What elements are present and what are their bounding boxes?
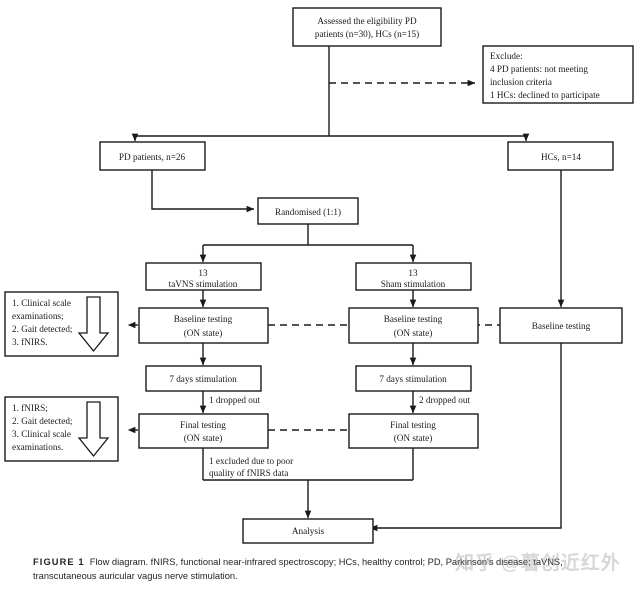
node-7days-stimulation-left: 7 days stimulation [145,365,262,392]
node-baseline-hcs-label: Baseline testing [532,321,591,331]
node-final-left-line2: (ON state) [184,433,223,443]
node-final-left-line1: Final testing [180,420,226,430]
node-hcs: HCs, n=14 [507,141,614,171]
connector-pd-to-randomised [151,170,255,213]
node-exclude: Exclude: 4 PD patients: not meeting incl… [482,45,634,104]
node-7days-right-label: 7 days stimulation [379,374,447,384]
edge-label-dropout-right: 2 dropped out [419,395,470,405]
edge-label-excluded-line1: 1 excluded due to poor [209,456,293,466]
node-final-right-line1: Final testing [390,420,436,430]
node-analysis: Analysis [242,518,374,544]
node-sham-label: Sham stimulation [381,279,446,289]
node-assessed-eligibility: Assessed the eligibility PD patients (n=… [292,7,442,47]
connector-hcbaseline-to-analysis [369,343,562,532]
node-final-right-line2: (ON state) [394,433,433,443]
node-measures-final-line1: 1. fNIRS; [12,403,48,413]
node-randomised: Randomised (1:1) [257,197,359,225]
node-7days-stimulation-right: 7 days stimulation [355,365,472,392]
node-tavns-count: 13 [198,268,208,278]
node-tavns-stimulation: 13 taVNS stimulation [145,262,262,291]
node-measures-final: 1. fNIRS; 2. Gait detected; 3. Clinical … [4,396,119,462]
figure-caption-text: Flow diagram. fNIRS, functional near-inf… [33,557,563,581]
node-assessed-line2: patients (n=30), HCs (n=15) [315,29,419,39]
down-arrow-icon [77,296,110,353]
node-exclude-line3: inclusion criteria [490,77,552,87]
node-measures-final-line3: 3. Clinical scale [12,429,71,439]
node-pd-patients-label: PD patients, n=26 [119,152,186,162]
figure-caption-label: FIGURE 1 [33,557,85,567]
node-baseline-sham-line2: (ON state) [394,328,433,338]
node-measures-baseline-line1: 1. Clinical scale [12,298,71,308]
node-baseline-sham-line1: Baseline testing [384,314,443,324]
node-measures-baseline-line2: examinations; [12,311,64,321]
connector-finals-to-analysis [202,448,414,519]
node-7days-left-label: 7 days stimulation [169,374,237,384]
connector-randomised-split [199,224,417,263]
connector-assessed-to-split [131,46,530,142]
down-arrow-icon [77,401,110,458]
node-exclude-line2: 4 PD patients: not meeting [490,64,588,74]
node-assessed-line1: Assessed the eligibility PD [317,16,417,26]
flowchart-canvas: Assessed the eligibility PD patients (n=… [4,7,634,544]
node-measures-final-line2: 2. Gait detected; [12,416,72,426]
node-baseline-testing-tavns: Baseline testing (ON state) [138,307,269,344]
node-measures-final-line4: examinations. [12,442,63,452]
node-sham-stimulation: 13 Sham stimulation [355,262,472,291]
node-measures-baseline: 1. Clinical scale examinations; 2. Gait … [4,291,119,357]
node-analysis-label: Analysis [292,526,325,536]
node-randomised-label: Randomised (1:1) [275,207,341,217]
node-baseline-tavns-line2: (ON state) [184,328,223,338]
node-final-testing-right: Final testing (ON state) [348,413,479,449]
edge-label-dropout-left: 1 dropped out [209,395,260,405]
node-hcs-label: HCs, n=14 [541,152,581,162]
node-final-testing-left: Final testing (ON state) [138,413,269,449]
edge-label-excluded-line2: quality of fNIRS data [209,468,288,478]
node-measures-baseline-line4: 3. fNIRS. [12,337,47,347]
node-baseline-tavns-line1: Baseline testing [174,314,233,324]
node-exclude-line1: Exclude: [490,51,523,61]
node-measures-baseline-line3: 2. Gait detected; [12,324,72,334]
node-baseline-testing-hcs: Baseline testing [499,307,623,344]
node-tavns-label: taVNS stimulation [169,279,238,289]
node-pd-patients: PD patients, n=26 [99,141,206,171]
node-baseline-testing-sham: Baseline testing (ON state) [348,307,479,344]
node-exclude-line4: 1 HCs: declined to participate [490,90,600,100]
node-sham-count: 13 [408,268,418,278]
